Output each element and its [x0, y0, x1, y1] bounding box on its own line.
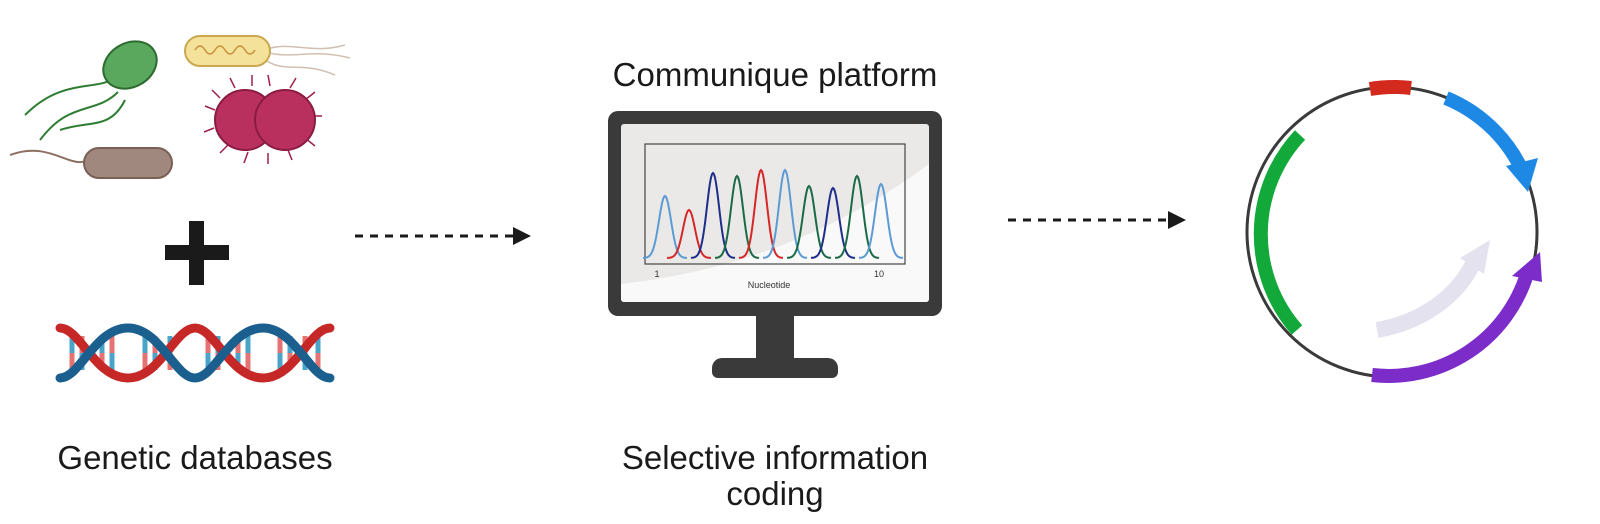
sequencing-chart: 1 10 Nucleotide [643, 143, 906, 290]
chromatogram-peak-9 [834, 174, 880, 259]
plasmid-blue-arrow [1443, 91, 1527, 170]
dna-helix-icon [55, 323, 335, 383]
chromatogram-peak-5 [738, 168, 784, 259]
plasmid-faded-arrow [1375, 258, 1482, 338]
chromatogram-peak-6 [762, 168, 808, 259]
chromatogram-peak-7 [786, 184, 832, 259]
plasmid-green-segment [1253, 130, 1306, 335]
chromatogram-peak-10 [858, 182, 904, 259]
plasmid-purple-arrow [1371, 271, 1534, 383]
chart-frame [644, 143, 906, 265]
genetic-databases-caption: Genetic databases [57, 439, 333, 476]
pink-bacterium [203, 74, 322, 164]
yellow-bacterium [184, 35, 351, 76]
x-tick-label-10: 10 [874, 269, 884, 279]
communique-platform-title: Communique platform [612, 56, 938, 93]
plasmid-purple-arrowhead [1512, 252, 1542, 282]
plasmid-red-segment [1368, 80, 1412, 96]
chromatogram-peak-8 [810, 186, 856, 259]
plasmid-icon [1245, 80, 1542, 383]
x-tick-label-1: 1 [654, 269, 659, 279]
dashed-arrow-icon [1008, 211, 1186, 229]
monitor-stand-neck [756, 316, 794, 360]
dashed-arrow-icon [355, 227, 531, 245]
monitor-stand-base [712, 358, 838, 378]
x-axis-label: Nucleotide [748, 280, 791, 290]
plasmid-blue-arrowhead [1506, 158, 1538, 192]
brown-bacterium [9, 147, 173, 179]
chromatogram-peak-1 [643, 194, 687, 259]
plus-icon [165, 221, 229, 285]
chromatogram-peak-4 [714, 174, 760, 259]
monitor-screen [621, 124, 929, 302]
plasmid-faded-arrowhead [1460, 240, 1490, 274]
green-bacterium [24, 40, 158, 141]
selective-coding-line2: coding [726, 475, 824, 512]
selective-coding-caption: Selective information coding [590, 440, 960, 512]
chromatogram-peak-3 [690, 171, 736, 259]
selective-coding-line1: Selective information [621, 439, 929, 476]
chromatogram-peak-2 [667, 208, 711, 259]
bacteria-icon [9, 35, 351, 179]
